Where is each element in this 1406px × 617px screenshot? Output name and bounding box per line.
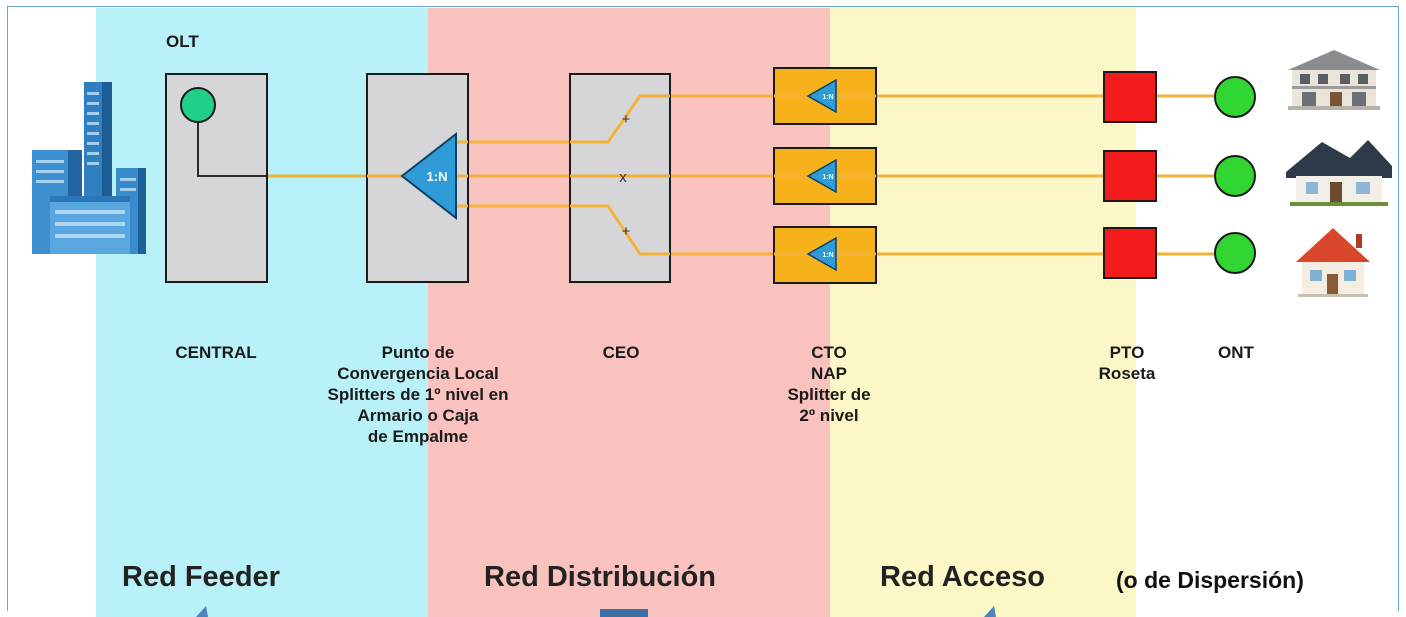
ont-label: ONT (1218, 343, 1254, 362)
office-building-icon (32, 82, 146, 254)
convergence-point-label: Punto de Convergencia Local Splitters de… (327, 343, 509, 446)
distribution-bar-marker (600, 609, 648, 617)
svg-text:1:N: 1:N (822, 252, 833, 259)
pto-socket-2 (1103, 150, 1157, 202)
pto-socket-3 (1103, 227, 1157, 279)
olt-label: OLT (166, 32, 199, 51)
splitter-2-level-icon (806, 158, 837, 194)
svg-text:1:N: 1:N (822, 94, 833, 101)
ont-device-3 (1214, 232, 1256, 274)
fiber-lines (198, 94, 1220, 256)
splice-mark-middle: x (619, 169, 627, 186)
feeder-arrow-icon (196, 606, 208, 617)
splitter-1-level-icon (400, 131, 457, 221)
ont-device-2 (1214, 155, 1256, 197)
cto-box-3: 1:N (773, 226, 877, 284)
olt-internal-link (197, 118, 266, 177)
ceo-label: CEO (602, 343, 640, 362)
diagram-frame (7, 6, 1399, 611)
splice-mark-bottom: + (622, 223, 631, 240)
splice-mark-top: + (622, 111, 631, 128)
ont-device-1 (1214, 76, 1256, 118)
cto-label: CTO NAP Splitter de 2º nivel (787, 343, 871, 425)
splitter-2-level-icon (806, 236, 837, 272)
pto-socket-1 (1103, 71, 1157, 123)
access-arrow-icon (984, 606, 996, 617)
ceo-box (569, 73, 671, 283)
dark-roof-house-icon (1286, 140, 1392, 206)
dispersion-note: (o de Dispersión) (1116, 567, 1304, 593)
feeder-network-title: Red Feeder (122, 561, 280, 593)
access-network-title: Red Acceso (880, 561, 1045, 593)
svg-text:1:N: 1:N (822, 174, 833, 181)
access-network-zone (830, 8, 1136, 617)
splitter-1-ratio: 1:N (427, 169, 448, 184)
splitter-2-level-icon (806, 78, 837, 114)
red-roof-house-icon (1296, 228, 1370, 297)
central-label: CENTRAL (175, 343, 257, 362)
two-storey-house-icon (1288, 50, 1380, 110)
cto-box-1: 1:N (773, 67, 877, 125)
cto-box-2: 1:N (773, 147, 877, 205)
distribution-network-title: Red Distribución (484, 561, 717, 593)
pto-label: PTO Roseta (1098, 343, 1156, 383)
olt-port-icon (180, 87, 216, 123)
